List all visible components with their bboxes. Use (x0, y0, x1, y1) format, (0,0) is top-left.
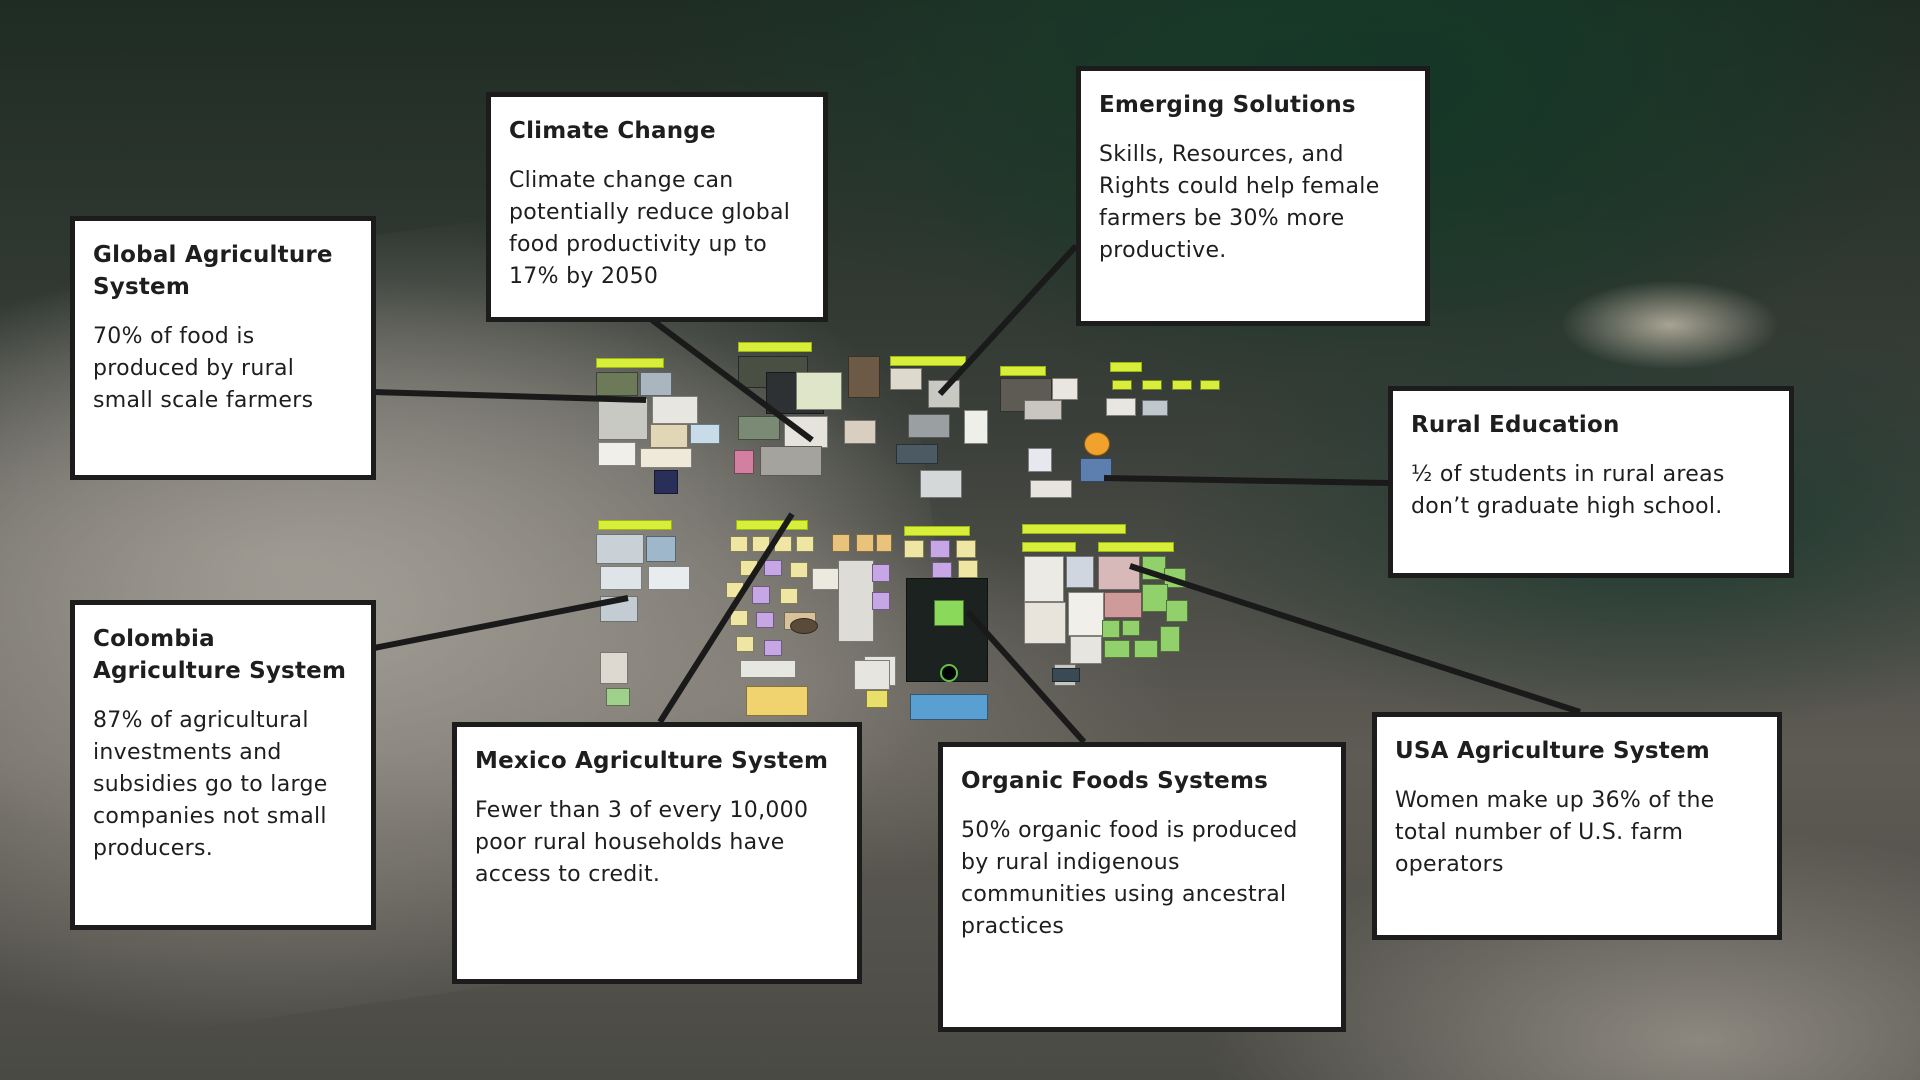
card-title: USA Agriculture System (1395, 738, 1710, 764)
connector-organic (965, 610, 1087, 744)
card-title: Organic Foods Systems (961, 768, 1269, 794)
connector-rural (1103, 475, 1389, 486)
card-body: Women make up 36% of the total number of… (1395, 788, 1715, 877)
card-title: Emerging Solutions (1099, 92, 1356, 118)
connector-emerging (937, 243, 1079, 397)
card-global-agriculture: Global Agriculture System 70% of food is… (70, 216, 376, 480)
card-emerging-solutions: Emerging Solutions Skills, Resources, an… (1076, 66, 1430, 326)
card-body: Climate change can potentially reduce gl… (509, 168, 791, 289)
connector-colombia (373, 595, 629, 651)
card-body: Fewer than 3 of every 10,000 poor rural … (475, 798, 809, 887)
card-body: 87% of agricultural investments and subs… (93, 708, 328, 861)
connector-global (373, 389, 647, 403)
card-body: 70% of food is produced by rural small s… (93, 324, 314, 413)
connector-mexico (657, 512, 795, 724)
card-mexico-agriculture: Mexico Agriculture System Fewer than 3 o… (452, 722, 862, 984)
card-title: Colombia Agriculture System (93, 626, 347, 684)
card-climate-change: Climate Change Climate change can potent… (486, 92, 828, 322)
card-colombia-agriculture: Colombia Agriculture System 87% of agric… (70, 600, 376, 930)
card-usa-agriculture: USA Agriculture System Women make up 36%… (1372, 712, 1782, 940)
card-title: Global Agriculture System (93, 242, 333, 300)
card-organic-foods: Organic Foods Systems 50% organic food i… (938, 742, 1346, 1032)
card-title: Climate Change (509, 118, 716, 144)
driftwood-bank (1560, 280, 1780, 370)
card-rural-education: Rural Education ½ of students in rural a… (1388, 386, 1794, 578)
connector-climate (650, 317, 814, 443)
card-body: Skills, Resources, and Rights could help… (1099, 142, 1380, 263)
card-body: 50% organic food is produced by rural in… (961, 818, 1298, 939)
card-title: Rural Education (1411, 412, 1620, 438)
connector-usa (1129, 563, 1581, 715)
card-body: ½ of students in rural areas don’t gradu… (1411, 462, 1725, 519)
card-title: Mexico Agriculture System (475, 748, 829, 774)
